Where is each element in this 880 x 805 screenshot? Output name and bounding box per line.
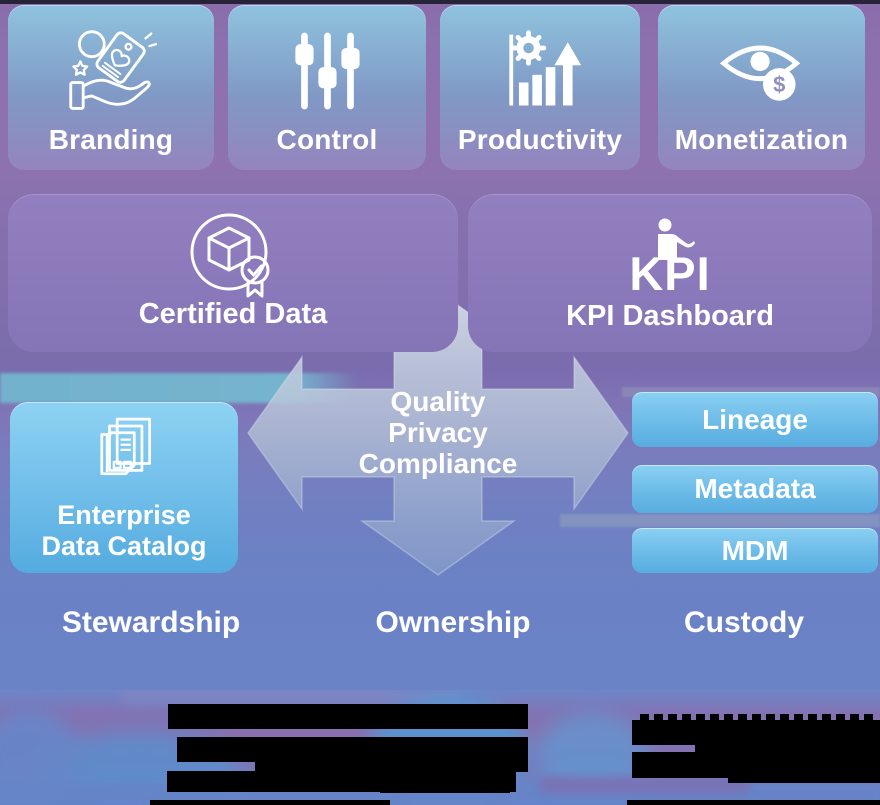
footer-blur-band <box>540 776 750 794</box>
role-label-custody: Custody <box>684 606 804 639</box>
redaction-bar <box>627 800 880 805</box>
document-stack-icon <box>10 414 238 496</box>
dollar-glyph: $ <box>773 72 785 97</box>
certified-cube-badge-icon <box>8 208 458 304</box>
benefit-card-label: Branding <box>48 124 174 155</box>
top-edge-strip <box>0 0 880 4</box>
redaction-bar-serrated <box>640 714 878 720</box>
cross-line-quality: Quality <box>390 386 486 417</box>
cross-center-text: Quality Privacy Compliance <box>318 386 558 479</box>
presenter-person-icon <box>468 218 872 260</box>
benefit-card-productivity: Productivity <box>440 5 640 170</box>
background-teal-band <box>0 373 358 403</box>
mdm-button-label: MDM <box>721 534 789 566</box>
background-stripe <box>560 514 880 527</box>
lineage-button: Lineage <box>632 392 878 447</box>
redaction-bar <box>168 704 528 729</box>
redaction-bar <box>380 788 510 793</box>
catalog-card-line2: Data Catalog <box>41 531 207 561</box>
panel-certified-data: Certified Data <box>8 194 458 352</box>
panel-kpi-dashboard: KPI KPI Dashboard <box>468 194 872 352</box>
eye-dollar-icon: $ <box>658 21 865 121</box>
benefit-card-branding: Branding <box>8 5 214 170</box>
benefit-card-label: Productivity <box>457 124 623 155</box>
redaction-bar <box>255 762 528 772</box>
benefit-card-control: Control <box>228 5 426 170</box>
hand-tag-icon <box>8 21 214 121</box>
mdm-button: MDM <box>632 528 878 573</box>
redaction-bar <box>177 737 528 762</box>
benefit-card-label: Monetization <box>674 124 849 155</box>
redaction-bar <box>167 771 516 792</box>
panel-label: Certified Data <box>138 298 328 330</box>
role-label-ownership: Ownership <box>375 606 531 639</box>
lineage-button-label: Lineage <box>702 403 808 435</box>
benefit-card-label: Control <box>276 124 378 155</box>
benefit-card-monetization: $ Monetization <box>658 5 865 170</box>
panel-label: KPI Dashboard <box>566 300 774 332</box>
growth-chart-gear-icon <box>440 21 640 121</box>
redaction-bar <box>150 800 390 805</box>
redaction-bar <box>695 745 880 753</box>
kpi-big-text: KPI <box>629 247 711 300</box>
redacted-footer <box>0 690 880 805</box>
cross-line-compliance: Compliance <box>358 448 518 479</box>
metadata-button-label: Metadata <box>694 473 816 504</box>
redaction-bar <box>632 752 880 778</box>
footer-blur-streak <box>120 690 460 704</box>
metadata-button: Metadata <box>632 465 878 513</box>
redaction-bar <box>632 720 880 745</box>
catalog-card-line1: Enterprise <box>57 500 191 530</box>
enterprise-data-catalog-card: Enterprise Data Catalog <box>10 402 238 573</box>
sliders-icon <box>228 21 426 121</box>
redaction-bar <box>728 778 880 783</box>
role-label-stewardship: Stewardship <box>61 606 241 639</box>
cross-line-privacy: Privacy <box>388 417 488 448</box>
